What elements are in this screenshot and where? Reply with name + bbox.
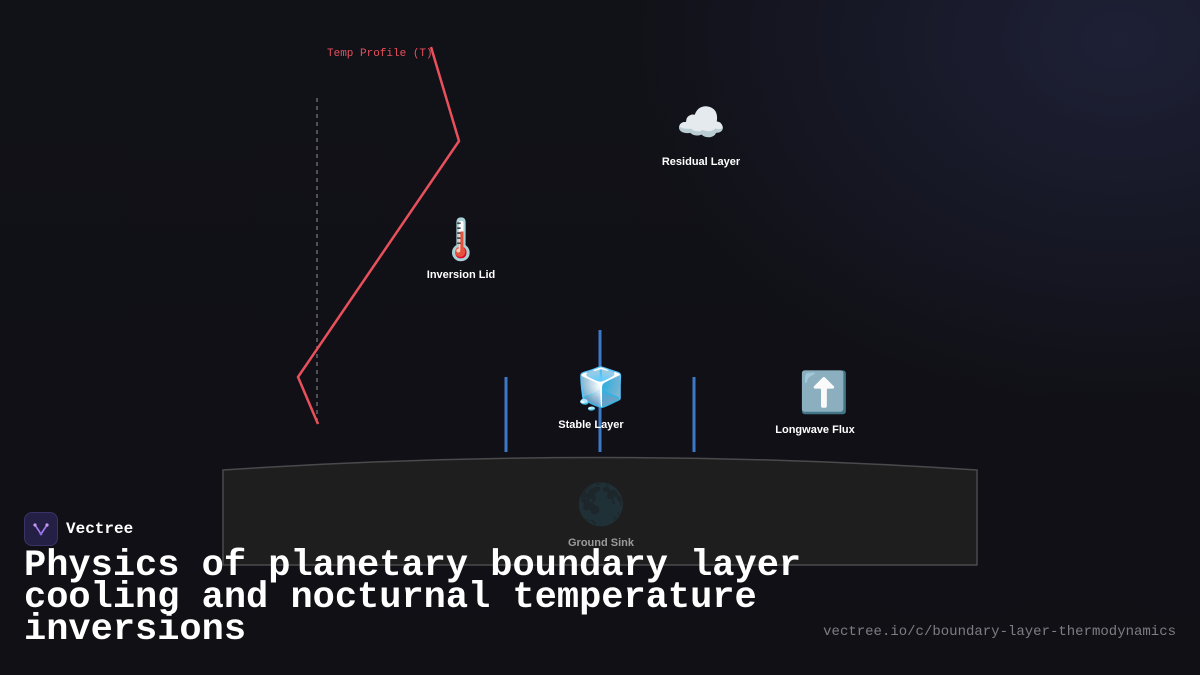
- residual-layer-label: Residual Layer: [662, 156, 741, 168]
- temp-profile-curve: [296, 46, 461, 425]
- source-url: vectree.io/c/boundary-layer-thermodynami…: [823, 624, 1176, 640]
- new-moon-icon: 🌑: [576, 481, 626, 527]
- thermometer-icon: 🌡️: [436, 216, 486, 262]
- node-inversion-lid: 🌡️ Inversion Lid: [427, 216, 495, 281]
- cloud-icon: ☁️: [676, 100, 726, 145]
- ground-sink-label: Ground Sink: [568, 537, 635, 549]
- ice-cube-icon: 🧊: [576, 365, 626, 412]
- node-ground-sink: 🌑 Ground Sink: [568, 481, 635, 549]
- longwave-flux-label: Longwave Flux: [775, 424, 855, 436]
- node-residual-layer: ☁️ Residual Layer: [662, 100, 741, 168]
- vectree-logo-icon: [24, 512, 58, 546]
- stable-layer-label: Stable Layer: [558, 419, 624, 431]
- brand: Vectree: [24, 512, 133, 546]
- node-longwave-flux: ⬆️ Longwave Flux: [775, 369, 855, 436]
- page-title: Physics of planetary boundary layer cool…: [24, 545, 802, 651]
- brand-name: Vectree: [66, 520, 134, 538]
- up-arrow-icon: ⬆️: [799, 369, 849, 415]
- ground-surface: [222, 456, 978, 566]
- node-stable-layer: 🧊 Stable Layer: [558, 365, 626, 431]
- inversion-lid-label: Inversion Lid: [427, 269, 495, 281]
- temp-profile-label: Temp Profile (T): [327, 48, 433, 60]
